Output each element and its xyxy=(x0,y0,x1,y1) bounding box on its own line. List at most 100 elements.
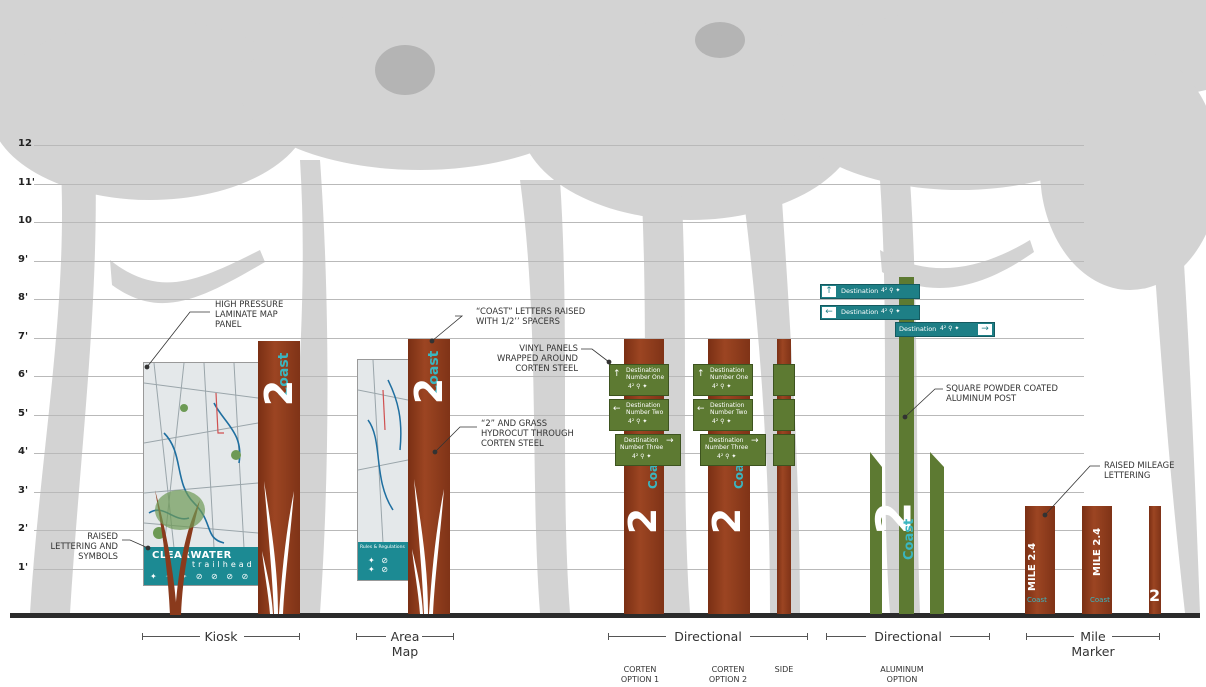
gridline xyxy=(34,184,1084,185)
destination-label: Destination xyxy=(899,325,937,333)
bracket-line xyxy=(950,636,990,637)
bracket-line xyxy=(142,636,200,637)
bracket-tick xyxy=(453,633,454,640)
rules-symbols: ✦ ⊘✦ ⊘ xyxy=(368,556,390,574)
dest-two-line1: Destination xyxy=(626,402,661,409)
gridline xyxy=(34,415,1084,416)
dest-one-line2: Number One xyxy=(626,374,665,381)
scale-label: 7' xyxy=(18,331,29,342)
destination-label: Destination xyxy=(841,308,879,316)
directional-label-2: Directional xyxy=(874,629,942,644)
bracket-line xyxy=(750,636,808,637)
bracket-line xyxy=(244,636,300,637)
dest-panel-two: ← Destination Number Two 4² ⚲ ✦ xyxy=(609,399,669,431)
two-numeral: 2 xyxy=(1149,586,1161,605)
callout-line: LAMINATE MAP xyxy=(215,309,278,319)
sub-line: CORTEN xyxy=(711,665,745,674)
arrow-up-icon: ↑ xyxy=(613,369,621,379)
ground-line xyxy=(10,613,1200,618)
callout-square-post: SQUARE POWDER COATED ALUMINUM POST xyxy=(946,383,1058,403)
trail-icons: 4² ⚲ ✦ xyxy=(628,383,648,390)
dest-three-line2: Number Three xyxy=(620,444,664,451)
aluminum-sign-up: ↑ Destination 4² ⚲ ✦ xyxy=(820,284,920,299)
arrow-up-icon: ↑ xyxy=(697,369,705,379)
scale-label: 12 xyxy=(18,138,32,149)
bracket-line xyxy=(1112,636,1160,637)
scale-label: 8' xyxy=(18,292,29,303)
coast-mini: Coast xyxy=(1027,596,1047,604)
dest-panel-one: ↑ Destination Number One 4² ⚲ ✦ xyxy=(609,364,669,396)
bracket-line xyxy=(1026,636,1074,637)
category-mile-marker: Mile Marker xyxy=(1026,629,1160,659)
gridline xyxy=(34,453,1084,454)
trail-icons: 4² ⚲ ✦ xyxy=(712,418,732,425)
trail-icons: 4² ⚲ ✦ xyxy=(881,287,901,294)
kiosk-grass-graphic xyxy=(155,490,205,615)
callout-map-panel: HIGH PRESSURE LAMINATE MAP PANEL xyxy=(215,299,283,329)
bracket-tick xyxy=(807,633,808,640)
area-map-graphic xyxy=(358,360,408,544)
gridline xyxy=(34,492,1084,493)
category-directional-corten: Directional xyxy=(608,629,808,644)
subcaption-aluminum: ALUMINUM OPTION xyxy=(872,665,932,685)
dest-panel-three-opt2: Destination → Number Three 4² ⚲ ✦ xyxy=(700,434,766,466)
callout-line: SYMBOLS xyxy=(78,551,118,561)
arrow-right-icon: → xyxy=(751,436,759,446)
dest-two-line1: Destination xyxy=(710,402,745,409)
callout-line: HYDROCUT THROUGH xyxy=(481,428,574,438)
trail-icons: 4² ⚲ ✦ xyxy=(940,325,960,332)
trail-symbols: ✦ ✦ ✦ ⊘ ⊘ ⊘ ⊘ xyxy=(150,572,252,581)
callout-line: PANEL xyxy=(215,319,242,329)
callout-line: WITH 1/2’’ SPACERS xyxy=(476,316,560,326)
bracket-line xyxy=(608,636,666,637)
coast-mini: Coast xyxy=(1090,596,1110,604)
subcaption-corten1: CORTEN OPTION 1 xyxy=(612,665,668,685)
callout-coast-letters: “COAST” LETTERS RAISED WITH 1/2’’ SPACER… xyxy=(476,306,585,326)
callout-line: CORTEN STEEL xyxy=(481,438,544,448)
bracket-line xyxy=(826,636,866,637)
bracket-line xyxy=(356,636,386,637)
aluminum-sign-left: ← Destination 4² ⚲ ✦ xyxy=(820,305,920,320)
dest-one-line1: Destination xyxy=(626,367,661,374)
gridline xyxy=(34,222,1084,223)
dest-one-line2: Number One xyxy=(710,374,749,381)
gridline xyxy=(34,530,1084,531)
sub-line: OPTION 2 xyxy=(708,675,748,684)
trail-icons: 4² ⚲ ✦ xyxy=(717,453,737,460)
scale-label: 1' xyxy=(18,562,29,573)
area-map-corten-post: Coast 2 xyxy=(407,339,451,614)
arrow-left-icon: ← xyxy=(697,404,705,414)
gridline xyxy=(34,261,1084,262)
gridline xyxy=(34,299,1084,300)
directional-label-1: Directional xyxy=(674,629,742,644)
side-panel-2 xyxy=(773,399,795,431)
callout-line: “2” AND GRASS xyxy=(481,418,548,428)
sub-line: CORTEN xyxy=(623,665,657,674)
callout-line: VINYL PANELS xyxy=(519,343,578,353)
side-panel-3 xyxy=(773,434,795,466)
clearwater-title: CLEARWATER xyxy=(152,550,232,561)
trail-icons: 4² ⚲ ✦ xyxy=(881,308,901,315)
arrow-up-icon: ↑ xyxy=(822,286,836,297)
dest-three-line2: Number Three xyxy=(705,444,749,451)
callout-line: SQUARE POWDER COATED xyxy=(946,383,1058,393)
callout-line: WRAPPED AROUND xyxy=(497,353,578,363)
trail-icons: 4² ⚲ ✦ xyxy=(628,418,648,425)
callout-vinyl-panels: VINYL PANELS WRAPPED AROUND CORTEN STEEL xyxy=(490,343,578,373)
trail-icons: 4² ⚲ ✦ xyxy=(632,453,652,460)
arrow-left-icon: ← xyxy=(822,307,836,318)
bracket-tick xyxy=(1159,633,1160,640)
scale-label: 10 xyxy=(18,215,32,226)
mile-marker-2: MILE 2.4 Coast xyxy=(1082,506,1112,614)
category-area-map: Area Map xyxy=(356,629,454,659)
callout-line: CORTEN STEEL xyxy=(515,363,578,373)
subcaption-corten2: CORTEN OPTION 2 xyxy=(700,665,756,685)
dest-panel-two-opt2: ← Destination Number Two 4² ⚲ ✦ xyxy=(693,399,753,431)
dest-one-line1: Destination xyxy=(710,367,745,374)
side-panel-1 xyxy=(773,364,795,396)
callout-line: LETTERING xyxy=(1104,470,1151,480)
rules-label: Rules & Regulations xyxy=(360,545,405,550)
callout-line: HIGH PRESSURE xyxy=(215,299,284,309)
gridline xyxy=(34,145,1084,146)
